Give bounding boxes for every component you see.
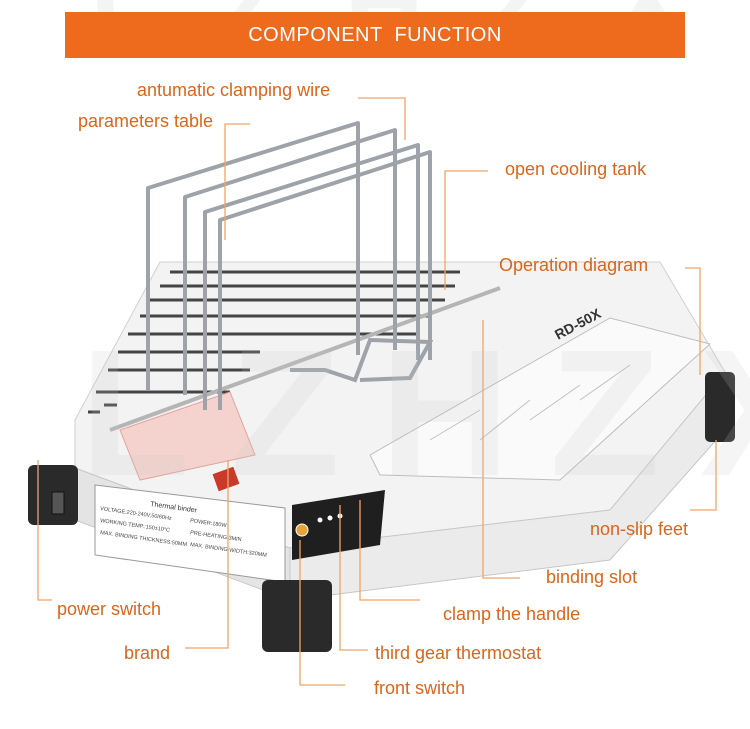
label-binding-slot: binding slot: [546, 567, 638, 587]
label-parameters-table: parameters table: [78, 111, 214, 131]
operation-diagram-panel: [369, 317, 712, 481]
cooling-vents: [88, 270, 460, 414]
power-switch-icon: [51, 491, 65, 515]
label-brand: brand: [124, 643, 171, 663]
leader-clamping-wire: [358, 97, 406, 140]
leader-thermostat: [339, 505, 368, 651]
label-operation-diagram: Operation diagram: [499, 255, 649, 275]
title-banner: COMPONENT FUNCTION: [65, 12, 685, 58]
spec-line-4: POWER:180W: [190, 518, 228, 529]
leader-front-switch: [299, 540, 345, 686]
label-clamping-wire: antumatic clamping wire: [137, 80, 331, 100]
banner-title: COMPONENT FUNCTION: [248, 23, 502, 46]
label-clamp-handle: clamp the handle: [443, 604, 581, 624]
label-power-switch: power switch: [57, 599, 162, 619]
leader-cooling-tank: [444, 170, 488, 290]
leader-non-slip-feet: [690, 440, 717, 511]
leader-operation-diagram: [685, 267, 701, 375]
leader-binding-slot: [482, 320, 520, 579]
label-thermostat: third gear thermostat: [375, 643, 542, 663]
foot-back-right: [705, 372, 735, 442]
leader-clamp-handle: [359, 500, 420, 601]
thermostat-dot-2-icon: [327, 515, 333, 521]
front-switch-icon: [295, 523, 309, 537]
foot-front-right: [262, 580, 332, 652]
brand-logo: [212, 466, 240, 492]
label-non-slip-feet: non-slip feet: [590, 519, 689, 539]
parameters-table-graphic: [119, 391, 256, 481]
clamping-wire: [146, 121, 432, 410]
clamp-handle: [290, 337, 434, 383]
leader-power-switch: [37, 460, 52, 601]
leader-parameters-table: [224, 123, 250, 240]
watermark: LZHZXY: [80, 313, 750, 514]
thermostat-dot-1-icon: [317, 517, 323, 523]
label-cooling-tank: open cooling tank: [505, 159, 647, 179]
leader-brand: [185, 460, 229, 649]
label-front-switch: front switch: [374, 678, 466, 698]
control-panel: [292, 490, 385, 560]
binding-slot: [109, 286, 501, 432]
